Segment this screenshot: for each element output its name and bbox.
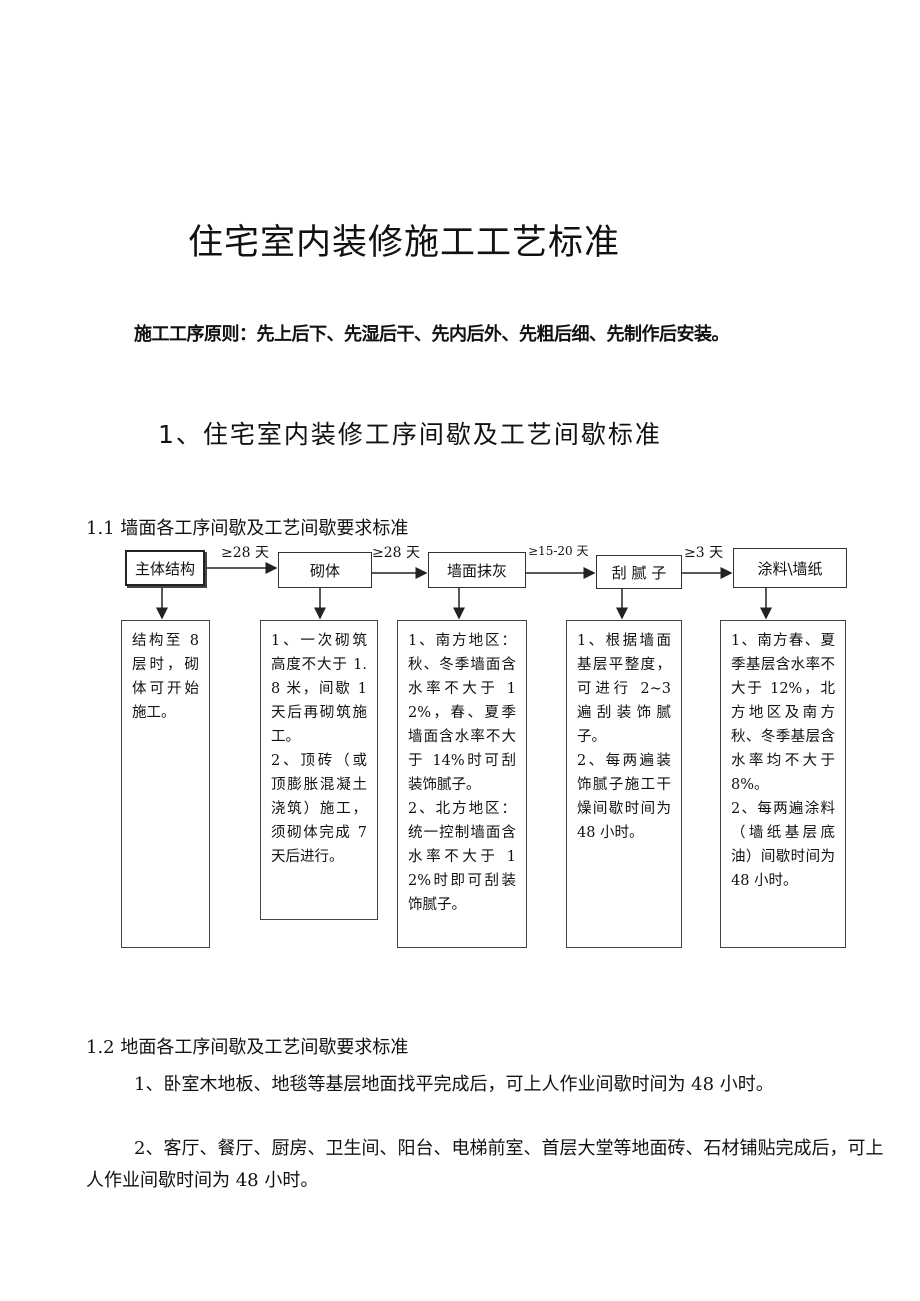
note-text: 1、南方地区：秋、冬季墙面含水率不大于 12%，春、夏季墙面含水率不大于 14%…	[408, 633, 516, 793]
page-title: 住宅室内装修施工工艺标准	[188, 223, 621, 263]
note-text: 2、顶砖（或顶膨胀混凝土浇筑）施工，须砌体完成 7 天后进行。	[271, 753, 367, 865]
gap-label-1: ≥28 天	[221, 545, 269, 561]
note-text: 1、南方春、夏季基层含水率不大于 12%，北方地区及南方秋、冬季基层含水率均不大…	[731, 633, 835, 793]
stage-wall-plastering: 墙面抹灰	[428, 552, 526, 588]
note-paint-wallpaper: 1、南方春、夏季基层含水率不大于 12%，北方地区及南方秋、冬季基层含水率均不大…	[720, 620, 846, 948]
note-text: 2、每两遍涂料（墙纸基层底油）间歇时间为 48 小时。	[731, 801, 835, 889]
gap-label-3: ≥15-20 天	[528, 544, 589, 558]
stage-masonry: 砌体	[278, 552, 372, 588]
stage-paint-wallpaper: 涂料\墙纸	[733, 548, 847, 588]
note-text: 2、北方地区：统一控制墙面含水率不大于 12%时即可刮装饰腻子。	[408, 801, 516, 913]
note-main-structure: 结构至 8 层时，砌体可开始施工。	[121, 620, 210, 948]
gap-label-4: ≥3 天	[684, 545, 724, 561]
note-wall-plastering: 1、南方地区：秋、冬季墙面含水率不大于 12%，春、夏季墙面含水率不大于 14%…	[397, 620, 527, 948]
gap-label-2: ≥28 天	[372, 545, 420, 561]
section-1-2-heading: 1.2 地面各工序间歇及工艺间歇要求标准	[86, 1037, 409, 1058]
note-text: 1、根据墙面基层平整度，可进行 2~3 遍刮装饰腻子。	[577, 633, 671, 745]
note-text: 2、每两遍装饰腻子施工干燥间歇时间为 48 小时。	[577, 753, 671, 841]
stage-putty: 刮 腻 子	[596, 555, 682, 589]
note-putty: 1、根据墙面基层平整度，可进行 2~3 遍刮装饰腻子。 2、每两遍装饰腻子施工干…	[566, 620, 682, 948]
note-masonry: 1、一次砌筑高度不大于 1.8 米，间歇 1 天后再砌筑施工。 2、顶砖（或顶膨…	[260, 620, 378, 920]
construction-principle: 施工工序原则：先上后下、先湿后干、先内后外、先粗后细、先制作后安装。	[134, 324, 730, 345]
section-1-1-heading: 1.1 墙面各工序间歇及工艺间歇要求标准	[86, 518, 409, 539]
section-1-heading: 1、住宅室内装修工序间歇及工艺间歇标准	[158, 420, 662, 449]
note-text: 1、一次砌筑高度不大于 1.8 米，间歇 1 天后再砌筑施工。	[271, 633, 367, 745]
stage-main-structure: 主体结构	[125, 550, 205, 586]
floor-paragraph-1: 1、卧室木地板、地毯等基层地面找平完成后，可上人作业间歇时间为 48 小时。	[134, 1074, 774, 1095]
note-text: 结构至 8 层时，砌体可开始施工。	[132, 633, 199, 721]
floor-paragraph-2: 2、客厅、餐厅、厨房、卫生间、阳台、电梯前室、首层大堂等地面砖、石材铺贴完成后，…	[86, 1138, 884, 1191]
